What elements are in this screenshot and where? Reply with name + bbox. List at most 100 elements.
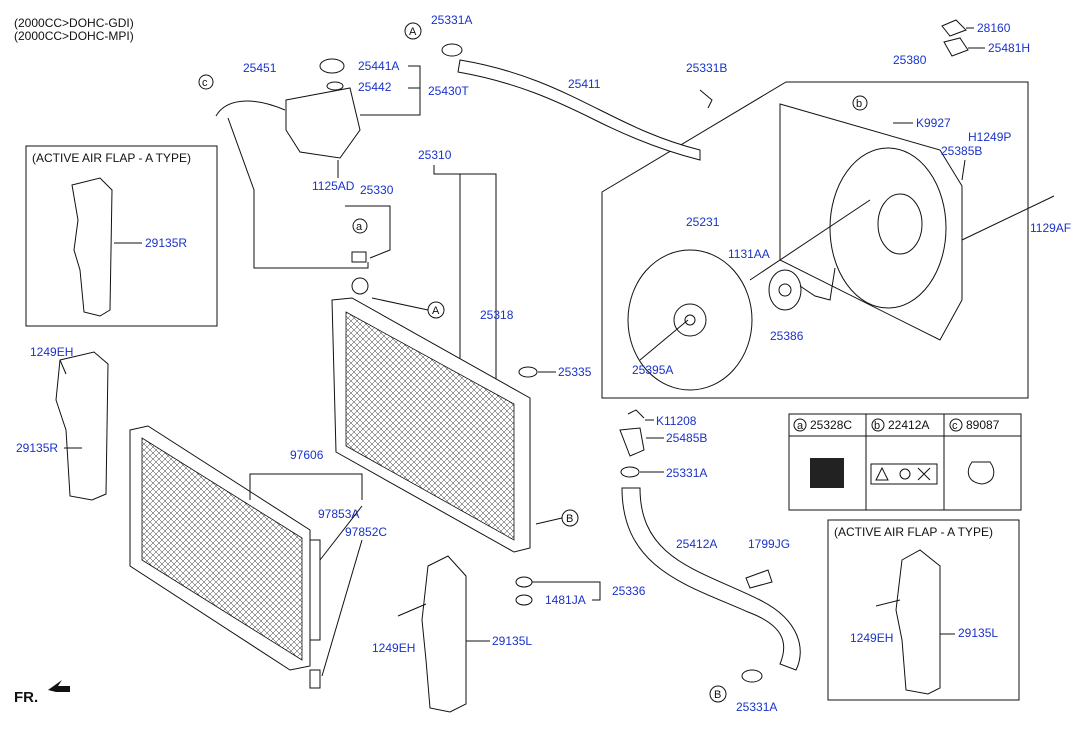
- fan-blade: [627, 249, 753, 391]
- air-guard-29135R-side: [55, 351, 109, 501]
- part-25386[interactable]: 25386: [770, 329, 804, 343]
- part-25442[interactable]: 25442: [358, 80, 392, 94]
- active-air-flap-box-right: [827, 519, 1020, 701]
- reservoir-cap-25441A: [319, 58, 345, 74]
- fitting-25485B: [619, 427, 645, 457]
- ref-b-label-shroud: b: [856, 98, 862, 110]
- part-25412A[interactable]: 25412A: [676, 537, 717, 551]
- front-direction-label: FR.: [14, 689, 38, 706]
- part-29135L-box[interactable]: 29135L: [958, 626, 998, 640]
- clamp-25331A-top: [441, 43, 463, 57]
- part-25310[interactable]: 25310: [418, 148, 452, 162]
- part-29135R-box[interactable]: 29135R: [145, 236, 187, 250]
- part-29135R-side[interactable]: 29135R: [16, 441, 58, 455]
- part-25331A-bottom[interactable]: 25331A: [736, 700, 777, 714]
- ref-A-label-top: A: [409, 26, 417, 38]
- clip-28160: [941, 19, 967, 37]
- air-flap-29135L-box: [895, 549, 941, 695]
- air-flap-29135R-box: [71, 177, 113, 317]
- active-air-flap-title-right: (ACTIVE AIR FLAP - A TYPE): [834, 525, 993, 539]
- cap-25335: [518, 366, 538, 378]
- part-25331A-top[interactable]: 25331A: [431, 13, 472, 27]
- part-25336[interactable]: 25336: [612, 584, 646, 598]
- ref-c-circle: [198, 74, 214, 90]
- legend-clip-icon: [967, 461, 995, 485]
- part-25451[interactable]: 25451: [243, 61, 277, 75]
- front-arrow-icon: [48, 680, 70, 692]
- fan-motor: [768, 269, 802, 311]
- part-29135L-mid[interactable]: 29135L: [492, 634, 532, 648]
- active-air-flap-title-left: (ACTIVE AIR FLAP - A TYPE): [32, 151, 191, 165]
- part-1131AA[interactable]: 1131AA: [728, 247, 770, 261]
- legend-c-letter: c: [952, 420, 958, 432]
- part-25485B[interactable]: 25485B: [666, 431, 707, 445]
- clamp-25331A-mid: [620, 466, 640, 478]
- ref-a-circle: [352, 218, 368, 234]
- mount-25336: [515, 576, 533, 588]
- ref-B-label-bottom: B: [714, 689, 721, 701]
- part-1125AD[interactable]: 1125AD: [312, 179, 355, 193]
- part-25331B[interactable]: 25331B: [686, 61, 727, 75]
- active-air-flap-box-left: [25, 145, 218, 327]
- part-97852C[interactable]: 97852C: [345, 525, 387, 539]
- part-K11208[interactable]: K11208: [656, 414, 697, 428]
- legend-b-part[interactable]: 22412A: [888, 418, 929, 432]
- legend-a-letter: a: [797, 420, 804, 432]
- part-1129AF[interactable]: 1129AF: [1030, 221, 1071, 235]
- fan-assembly-outline: [601, 81, 1029, 399]
- legend-table: a 25328C b 22412A c 89087: [788, 413, 1022, 511]
- part-25331A-mid[interactable]: 25331A: [666, 466, 707, 480]
- part-25330[interactable]: 25330: [360, 183, 394, 197]
- gasket-25442: [326, 81, 344, 91]
- part-1249EH-box[interactable]: 1249EH: [850, 631, 893, 645]
- condenser-core: [141, 437, 303, 661]
- lower-hose-25412A: [621, 487, 801, 671]
- radiator-filler-neck: [351, 277, 369, 295]
- part-97853A[interactable]: 97853A: [318, 507, 359, 521]
- bolt-K11208: [627, 409, 645, 419]
- clip-1799JG: [745, 569, 773, 589]
- part-97606[interactable]: 97606: [290, 448, 324, 462]
- drier-plug-97852C: [309, 669, 321, 689]
- part-K9927[interactable]: K9927: [916, 116, 951, 130]
- reservoir-25430T: [285, 87, 361, 159]
- air-guard-29135L-mid: [421, 555, 467, 713]
- part-1799JG[interactable]: 1799JG: [748, 537, 790, 551]
- part-25380[interactable]: 25380: [893, 53, 927, 67]
- clamp-25331B: [699, 89, 713, 109]
- legend-c-part[interactable]: 89087: [966, 418, 1000, 432]
- part-25231[interactable]: 25231: [686, 215, 720, 229]
- bracket-25481H: [943, 37, 969, 57]
- engine-variant-mpi: (2000CC>DOHC-MPI): [14, 29, 134, 43]
- part-25395A[interactable]: 25395A: [632, 363, 673, 377]
- legend-warning-label-icon: [870, 463, 938, 485]
- ref-b-circle-shroud: [852, 95, 868, 111]
- receiver-drier: [309, 539, 321, 641]
- radiator-core: [345, 311, 515, 541]
- legend-a-part[interactable]: 25328C: [810, 418, 852, 432]
- ref-A-label-radiator: A: [432, 305, 440, 317]
- part-25385B[interactable]: 25385B: [941, 144, 982, 158]
- part-25441A[interactable]: 25441A: [358, 59, 399, 73]
- part-H1249P[interactable]: H1249P: [968, 130, 1011, 144]
- ref-a-label: a: [356, 221, 363, 233]
- clamp-25331A-bottom: [741, 669, 763, 683]
- overflow-hose-25451: [215, 100, 286, 117]
- engine-variant-gdi: (2000CC>DOHC-GDI): [14, 16, 134, 30]
- upper-hose-25411: [457, 59, 701, 161]
- part-25411[interactable]: 25411: [568, 77, 601, 91]
- part-1249EH-left[interactable]: 1249EH: [30, 345, 73, 359]
- part-1249EH-mid[interactable]: 1249EH: [372, 641, 415, 655]
- ref-A-circle-radiator: [427, 301, 445, 319]
- part-28160[interactable]: 28160: [977, 21, 1011, 35]
- part-1481JA[interactable]: 1481JA: [545, 593, 586, 607]
- ref-B-circle-bottom: [709, 685, 727, 703]
- part-25318[interactable]: 25318: [480, 308, 514, 322]
- part-25335[interactable]: 25335: [558, 365, 592, 379]
- part-25430T[interactable]: 25430T: [428, 84, 469, 98]
- mount-1481JA: [515, 594, 533, 606]
- ref-A-circle-top: [404, 22, 422, 40]
- part-25481H[interactable]: 25481H: [988, 41, 1030, 55]
